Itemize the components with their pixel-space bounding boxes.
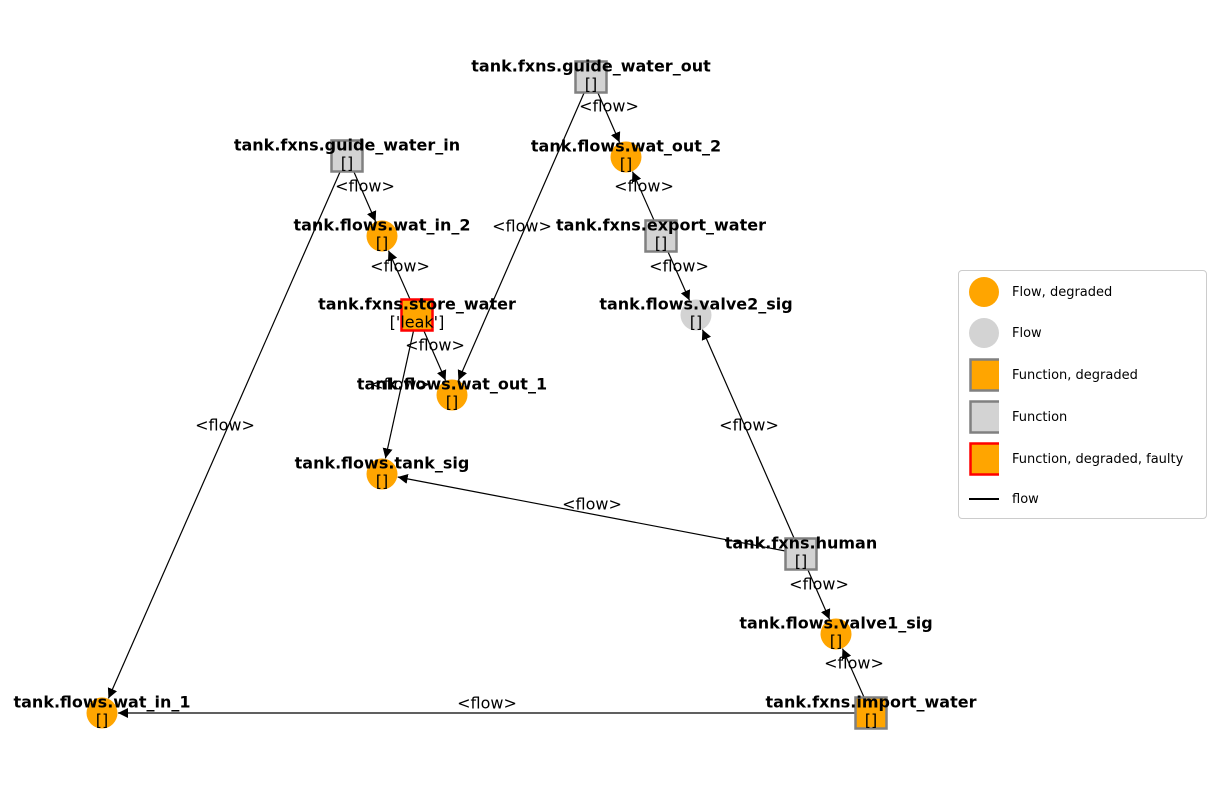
legend-item-function-degraded: Function, degraded (969, 358, 1138, 392)
edge-label: <flow> (789, 575, 849, 594)
function-node-guide_water_in[interactable] (330, 139, 364, 173)
node-name-label: tank.fxns.store_water (318, 295, 516, 314)
function-node-export_water[interactable] (644, 219, 678, 253)
edges-layer (107, 84, 869, 718)
edge-label: <flow> (370, 257, 430, 276)
node-name-label: tank.flows.wat_in_2 (293, 216, 470, 235)
edge-label: <flow> (562, 495, 622, 514)
node-name-label: tank.fxns.import_water (766, 693, 977, 712)
node-state-label: [] (795, 552, 807, 571)
flow-node-wat_out_1[interactable] (436, 379, 468, 411)
node-name-label: tank.flows.wat_out_2 (531, 137, 721, 156)
node-name-label: tank.flows.wat_out_1 (357, 375, 547, 394)
function-node-human[interactable] (784, 537, 818, 571)
labels-layer: <flow> <flow> <flow> <flow> <flow> <flow> <flo… (13, 57, 976, 730)
node-name-label: tank.flows.valve2_sig (599, 295, 792, 314)
edge-guide_water_in-to-wat_in_1 (107, 163, 345, 699)
node-state-label: ['leak'] (390, 313, 445, 332)
legend-marker-circle-degraded-icon (969, 277, 999, 307)
edge-export_water-to-wat_out_2 (631, 171, 659, 229)
node-name-label: tank.fxns.guide_water_out (471, 57, 711, 76)
flow-node-wat_in_2[interactable] (366, 220, 398, 252)
legend-marker-square-nominal-icon (969, 400, 999, 434)
legend-item-flow: Flow (969, 316, 1042, 350)
edge-label: <flow> (405, 336, 465, 355)
edge-label: <flow> (492, 217, 552, 236)
edge-label: <flow> (649, 257, 709, 276)
legend-marker-square-degraded-icon (969, 358, 999, 392)
edge-guide_water_out-to-wat_out_1 (457, 84, 589, 381)
edge-export_water-to-valve2_sig (663, 243, 691, 301)
edge-human-to-tank_sig (397, 473, 794, 554)
edge-store_water-to-wat_out_1 (419, 322, 447, 381)
node-state-label: [] (585, 75, 597, 94)
flow-node-valve2_sig[interactable] (680, 299, 712, 331)
node-name-label: tank.fxns.human (725, 534, 877, 553)
legend-label: Function, degraded (1012, 367, 1138, 383)
node-state-label: [] (865, 711, 877, 730)
node-state-label: [] (376, 472, 388, 491)
edge-human-to-valve1_sig (803, 561, 831, 620)
legend-marker-line-icon (969, 484, 999, 514)
edge-label: <flow> (335, 177, 395, 196)
legend-label: Flow, degraded (1012, 284, 1113, 300)
node-name-label: tank.fxns.export_water (556, 216, 766, 235)
legend-item-function: Function (969, 400, 1067, 434)
edge-label: <flow> (457, 694, 517, 713)
node-state-label: [] (446, 393, 458, 412)
flow-node-wat_in_1[interactable] (86, 697, 118, 729)
edge-label: <flow> (824, 654, 884, 673)
flow-node-valve1_sig[interactable] (820, 618, 852, 650)
function-node-store_water[interactable] (400, 298, 434, 332)
edge-import_water-to-valve1_sig (841, 648, 869, 706)
node-state-label: [] (376, 234, 388, 253)
edge-store_water-to-wat_in_2 (387, 250, 415, 308)
node-name-label: tank.fxns.guide_water_in (234, 136, 460, 155)
nodes-layer (86, 60, 888, 730)
node-state-label: [] (620, 155, 632, 174)
legend-item-flow-degraded: Flow, degraded (969, 275, 1112, 309)
node-name-label: tank.flows.valve1_sig (739, 614, 932, 633)
node-state-label: [] (690, 313, 702, 332)
legend-marker-circle-nominal-icon (969, 318, 999, 348)
function-node-import_water[interactable] (854, 696, 888, 730)
node-state-label: [] (341, 154, 353, 173)
node-state-label: [] (655, 234, 667, 253)
edge-label: <flow> (579, 97, 639, 116)
edge-label: <flow> (614, 177, 674, 196)
flow-node-wat_out_2[interactable] (610, 141, 642, 173)
legend: Flow, degraded Flow Function, degraded F… (958, 270, 1207, 519)
edge-label: <flow> (195, 416, 255, 435)
edge-guide_water_out-to-wat_out_2 (593, 84, 621, 143)
node-name-label: tank.flows.wat_in_1 (13, 693, 190, 712)
node-state-label: [] (830, 632, 842, 651)
edge-human-to-valve2_sig (701, 329, 799, 547)
edge-label: <flow> (370, 375, 430, 394)
legend-item-function-faulty: Function, degraded, faulty (969, 442, 1183, 476)
node-name-label: tank.flows.tank_sig (295, 454, 470, 473)
legend-item-edge: flow (969, 482, 1039, 516)
flow-node-tank_sig[interactable] (366, 458, 398, 490)
legend-marker-square-faulty-icon (969, 442, 999, 476)
legend-label: Function (1012, 409, 1068, 425)
edge-guide_water_in-to-wat_in_2 (349, 163, 377, 222)
edge-store_water-to-tank_sig (382, 322, 416, 459)
legend-label: Flow (1012, 325, 1042, 341)
function-node-guide_water_out[interactable] (574, 60, 608, 94)
edge-label: <flow> (719, 416, 779, 435)
legend-label: Function, degraded, faulty (1012, 451, 1184, 467)
legend-label: flow (1012, 491, 1039, 507)
node-state-label: [] (96, 711, 108, 730)
